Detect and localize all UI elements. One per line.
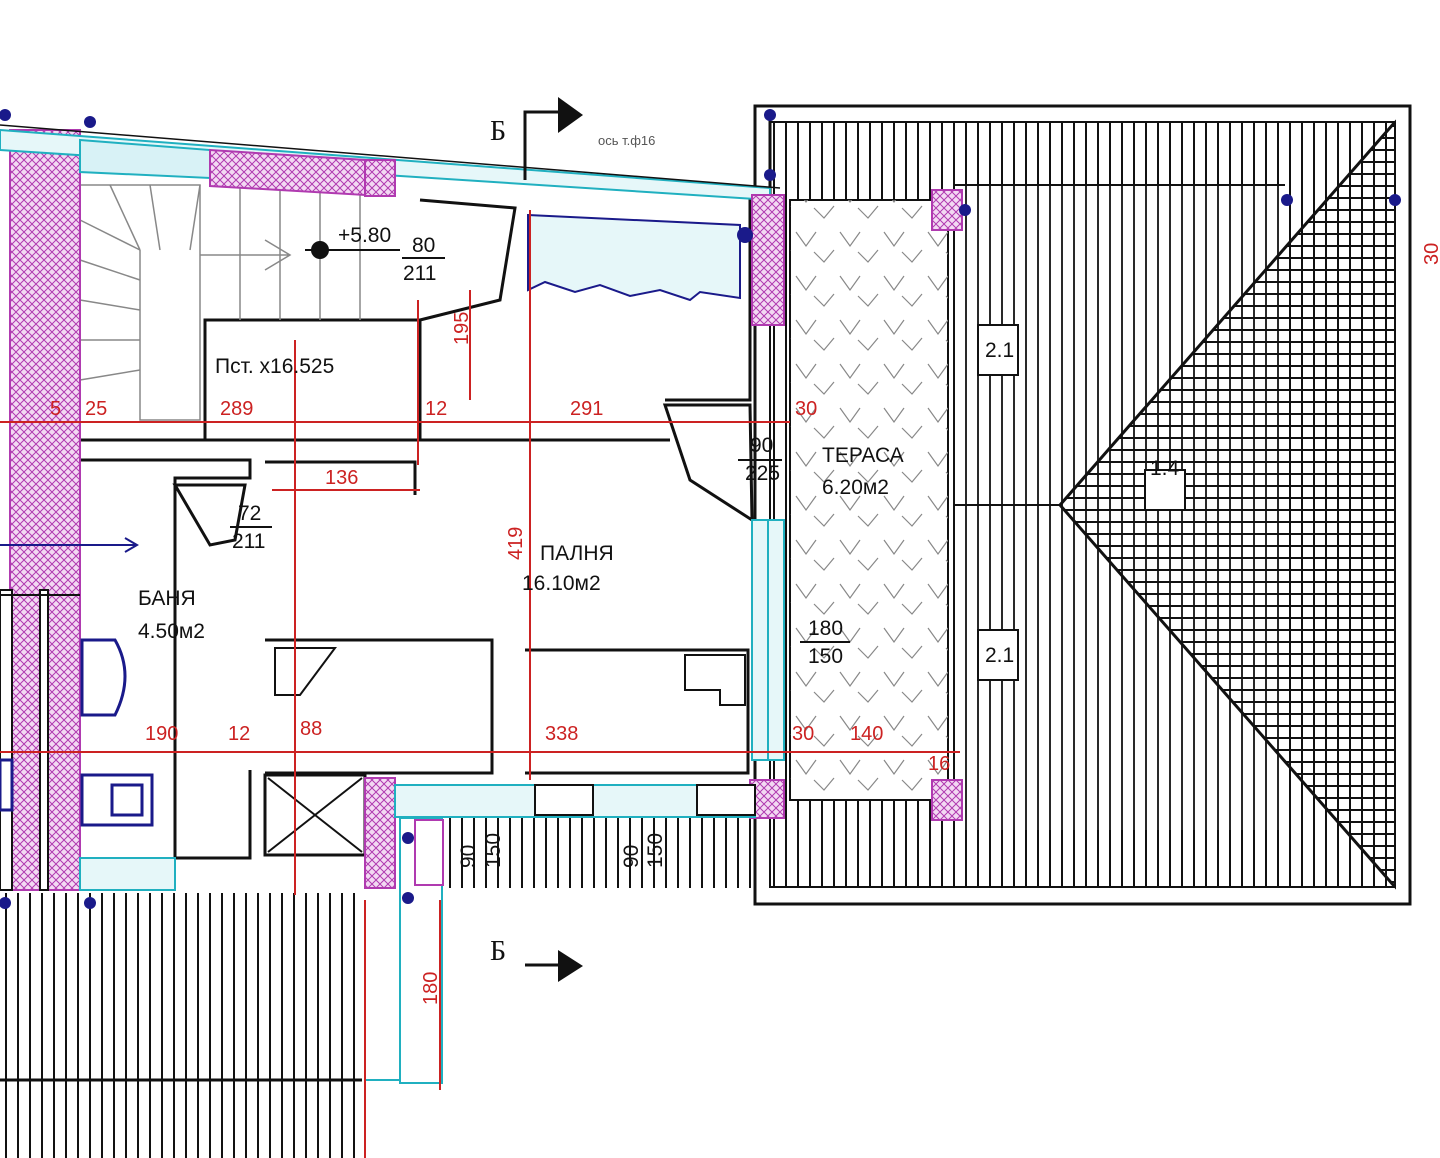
axis-markers: [0, 109, 1401, 909]
roof-mark-1: 2.1: [985, 339, 1014, 362]
terrace: [789, 199, 949, 801]
room-name-bath: БАНЯ: [138, 587, 196, 610]
facade-right: [749, 189, 963, 821]
dim-289: 289: [220, 398, 253, 420]
room-area-bath: 4.50м2: [138, 620, 205, 643]
section-label-bottom: Б: [490, 936, 506, 967]
axis-note: ось т.ф16: [598, 133, 655, 148]
section-mark-bottom: Б: [490, 936, 583, 982]
room-area-terrace: 6.20м2: [822, 476, 889, 499]
opening-labels: 80 211 72 211 90 225 180 150 90 150 90 1…: [230, 234, 850, 868]
dim-291: 291: [570, 398, 603, 420]
dim-338: 338: [545, 723, 578, 745]
dim-5: 5: [50, 398, 61, 420]
dim-12-bottom: 12: [228, 723, 250, 745]
dim-12-top: 12: [425, 398, 447, 420]
staircase: [79, 184, 361, 421]
wall-arrow-icon: [0, 537, 139, 553]
opening-4-height: 150: [808, 645, 843, 668]
opening-2-height: 211: [232, 530, 265, 553]
opening-3-width: 90: [750, 434, 773, 457]
level-mark: +5.80: [305, 224, 400, 259]
dimension-lines: [0, 210, 960, 1158]
dim-180-vertical: 180: [420, 972, 442, 1005]
section-label-top: Б: [490, 116, 506, 147]
dim-25: 25: [85, 398, 107, 420]
opening-4-width: 180: [808, 617, 843, 640]
opening-5-width: 90: [457, 845, 480, 868]
dim-88: 88: [300, 718, 322, 740]
dim-140: 140: [850, 723, 883, 745]
left-wall: [0, 129, 81, 891]
opening-6-height: 150: [644, 833, 667, 868]
roof-slope-arrows: [977, 324, 1186, 681]
section-mark-top: Б: [490, 97, 583, 180]
dim-419: 419: [505, 527, 527, 560]
facade-top: [0, 124, 781, 202]
dim-190: 190: [145, 723, 178, 745]
room-name-bedroom: ПАЛНЯ: [540, 542, 614, 565]
opening-6-width: 90: [620, 845, 643, 868]
walls: [80, 120, 772, 860]
dim-30-right: 30: [1421, 243, 1440, 265]
bath-fixtures: [0, 638, 154, 827]
opening-2-width: 72: [238, 502, 261, 525]
dim-136: 136: [325, 467, 358, 489]
dim-195: 195: [451, 312, 473, 345]
curtain-icon: [527, 213, 741, 302]
dim-30-top: 30: [795, 398, 817, 420]
facade-bottom: [79, 777, 756, 1084]
room-area-bedroom: 16.10м2: [522, 572, 601, 595]
roof-bottom-left: [0, 818, 755, 1158]
opening-1-width: 80: [412, 234, 435, 257]
stair-label: Пст. х16.525: [215, 355, 334, 378]
dim-16: 16: [928, 753, 950, 775]
opening-3-height: 225: [745, 462, 780, 485]
shaft-box: [267, 777, 363, 853]
roof-mark-3: 2.1: [985, 644, 1014, 667]
opening-1-height: 211: [403, 262, 436, 285]
dimension-labels: 195 5 25 289 12 291 30 136 419 190 12 88…: [50, 243, 1440, 1005]
dim-30-bottom: 30: [792, 723, 814, 745]
room-name-terrace: ТЕРАСА: [822, 444, 904, 467]
level-mark-value: +5.80: [338, 224, 391, 247]
roof-mark-2: 1.4: [1150, 457, 1180, 480]
opening-5-height: 150: [482, 833, 505, 868]
bed-pillows: [274, 647, 746, 706]
